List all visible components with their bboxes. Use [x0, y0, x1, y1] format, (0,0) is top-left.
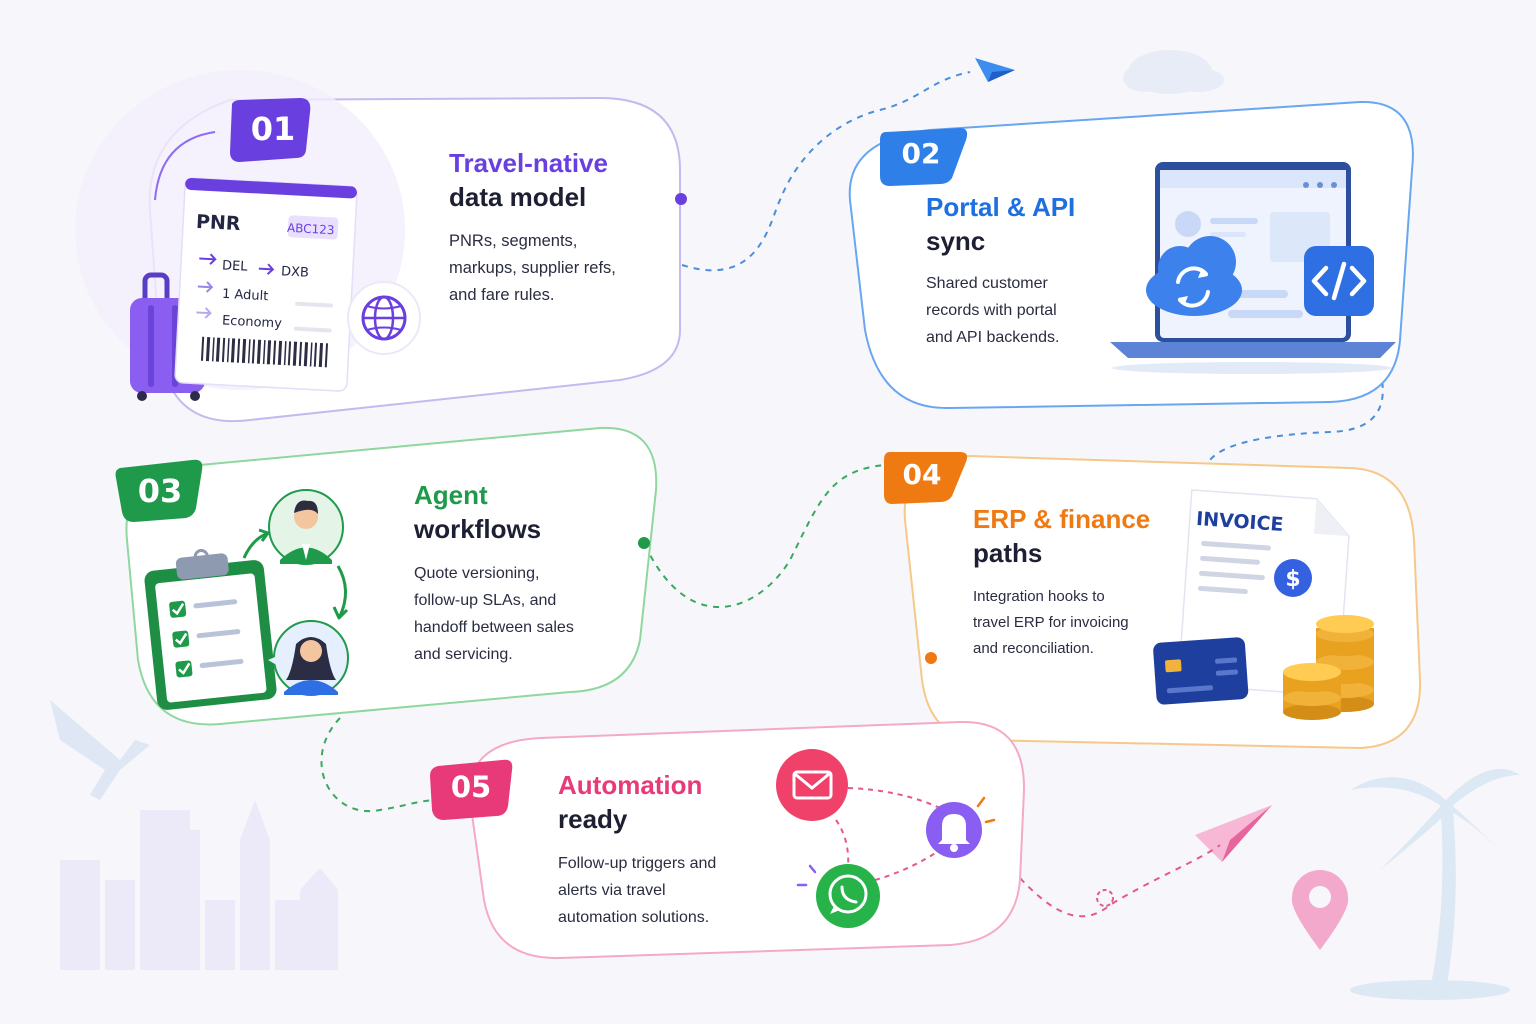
card-1-title-line2: data model — [449, 182, 587, 212]
card-3-text: Agent workflows Quote versioning, follow… — [414, 478, 634, 668]
coins-icon — [1283, 615, 1374, 720]
badge-01 — [230, 98, 311, 162]
card-4-title-line2: paths — [973, 538, 1043, 568]
card-5-desc-line1: Follow-up triggers and — [558, 855, 717, 872]
automation-links — [835, 787, 941, 881]
ticket-code: ABC123 — [286, 220, 335, 238]
card-5-number: 05 — [450, 770, 492, 804]
card-3-desc-line3: handoff between sales — [414, 619, 574, 636]
ticket-to: DXB — [280, 264, 310, 281]
ticket-passengers: 1 Adult — [221, 286, 269, 305]
male-agent-avatar-icon — [268, 489, 344, 565]
credit-card-icon — [1153, 637, 1249, 705]
ticket-cabin: Economy — [221, 313, 283, 332]
cloud-icon — [1123, 50, 1224, 94]
card-1-desc-line3: and fare rules. — [449, 286, 555, 304]
bell-icon — [926, 796, 996, 858]
palm-tree-icon — [1350, 768, 1520, 1000]
card-2-desc-line1: Shared customer — [926, 275, 1048, 292]
card-5-desc-line3: automation solutions. — [558, 909, 710, 926]
card-3-title-line1: Agent — [414, 480, 488, 510]
card-5-desc-line2: alerts via travel — [558, 882, 666, 899]
card-2-desc-line3: and API backends. — [926, 329, 1060, 346]
card-4-number: 04 — [902, 458, 942, 491]
email-icon — [776, 749, 848, 821]
map-pin-icon — [1291, 870, 1349, 950]
card-4-title-line1: ERP & finance — [973, 504, 1151, 534]
badge-02 — [880, 128, 968, 186]
card-1-desc-line1: PNRs, segments, — [449, 232, 578, 250]
female-agent-avatar-icon — [268, 620, 349, 696]
code-icon — [1304, 246, 1374, 316]
ticket-header: PNR — [195, 210, 242, 236]
card-4-desc-line3: and reconciliation. — [973, 640, 1094, 657]
card-1-number: 01 — [250, 110, 296, 148]
card-4-text: ERP & finance paths Integration hooks to… — [973, 502, 1173, 662]
checklist-clipboard-icon — [144, 549, 277, 710]
handoff-arrows-icon — [242, 528, 349, 620]
whatsapp-icon — [796, 864, 880, 928]
cloud-sync-icon — [1146, 236, 1242, 316]
paper-airplane-icon — [1195, 805, 1272, 862]
card-1-desc-line2: markups, supplier refs, — [449, 259, 616, 277]
badge-03 — [115, 459, 203, 522]
dollar-icon: $ — [1274, 559, 1312, 597]
card-2-title-line1: Portal & API — [926, 192, 1076, 222]
card-3-number: 03 — [137, 472, 183, 510]
badge-05 — [430, 759, 513, 820]
card-3-desc-line1: Quote versioning, — [414, 565, 540, 582]
card-2-number: 02 — [901, 137, 941, 170]
card-5-text: Automation ready Follow-up triggers and … — [558, 768, 778, 931]
card-2-text: Portal & API sync Shared customer record… — [926, 190, 1126, 351]
svg-text:$: $ — [1285, 567, 1300, 592]
airplane-icon — [50, 700, 150, 800]
ticket-from: DEL — [221, 258, 248, 275]
city-skyline-icon — [60, 800, 338, 970]
pnr-ticket-icon — [174, 177, 358, 392]
card-4-desc-line2: travel ERP for invoicing — [973, 614, 1129, 631]
globe-icon — [347, 281, 421, 355]
card-1-title-line1: Travel-native — [449, 148, 608, 178]
connector-lines — [320, 71, 1384, 918]
card-3-title-line2: workflows — [414, 514, 542, 544]
badge-04 — [884, 452, 968, 504]
card-2-desc-line2: records with portal — [926, 302, 1057, 319]
paper-plane-icon — [975, 58, 1015, 82]
card-3-desc-line4: and servicing. — [414, 646, 513, 663]
card-5-title-line2: ready — [558, 804, 628, 834]
card-5-title-line1: Automation — [558, 770, 703, 800]
card-3-desc-line2: follow-up SLAs, and — [414, 592, 557, 609]
card-2-title-line2: sync — [926, 226, 986, 256]
card-4-desc-line1: Integration hooks to — [973, 588, 1105, 605]
card-1-text: Travel-native data model PNRs, segments,… — [449, 146, 669, 309]
